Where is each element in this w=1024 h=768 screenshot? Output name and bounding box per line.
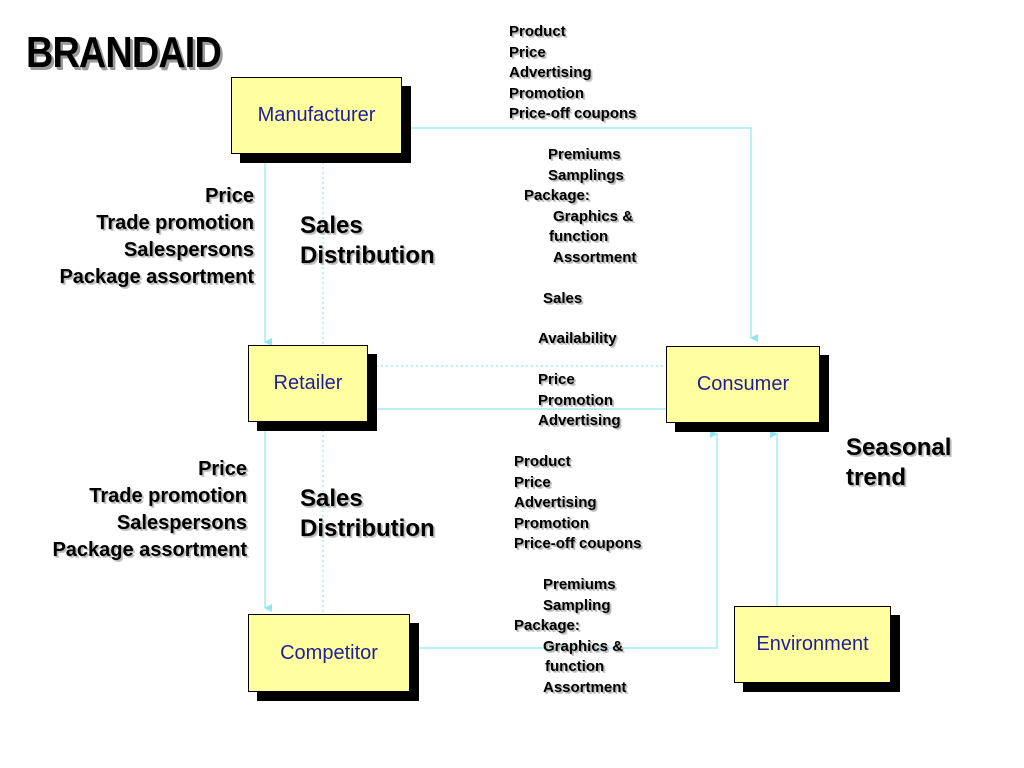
lever-package-assortment: Package assortment	[52, 539, 247, 561]
seasonal-trend-label: Seasonal trend	[846, 433, 951, 493]
competitor-consumer-premiums: Premiums Sampling	[543, 575, 616, 616]
retailer-label: Retailer	[273, 372, 343, 394]
mix-sampling: Sampling	[543, 596, 611, 614]
seasonal-text: Seasonal	[846, 434, 952, 461]
manufacturer-consumer-link	[400, 127, 758, 342]
manufacturer-retailer-levers: Price Trade promotion Salespersons Packa…	[59, 183, 254, 291]
retailer-competitor-levers: Price Trade promotion Salespersons Packa…	[52, 456, 247, 564]
competitor-consumer-graphics: Graphics &	[543, 638, 624, 655]
manufacturer-consumer-assortment: Assortment	[553, 249, 637, 266]
retailer-consumer-mix: Price Promotion Advertising	[538, 370, 621, 432]
competitor-consumer-package: Package:	[514, 617, 580, 634]
competitor-consumer-function: function	[545, 658, 605, 675]
manufacturer-consumer-graphics: Graphics &	[553, 208, 634, 225]
sales-distribution-bottom: Sales Distribution	[300, 484, 435, 544]
mix-premiums: Premiums	[543, 576, 616, 593]
manufacturer-consumer-mix: Product Price Advertising Promotion Pric…	[509, 22, 637, 125]
lever-trade-promotion: Trade promotion	[89, 485, 247, 507]
consumer-box: Consumer	[666, 346, 820, 423]
sales-label: Sales	[300, 485, 363, 512]
competitor-label: Competitor	[280, 641, 378, 664]
manufacturer-consumer-function: function	[549, 228, 609, 245]
mix-price-off-coupons: Price-off coupons	[509, 105, 637, 122]
retailer-consumer-sales: Sales	[543, 290, 583, 307]
mix-promotion: Promotion	[509, 84, 584, 102]
lever-price: Price	[205, 185, 254, 207]
lever-package-assortment: Package assortment	[59, 266, 254, 288]
competitor-consumer-assortment: Assortment	[543, 679, 627, 696]
competitor-consumer-mix: Product Price Advertising Promotion Pric…	[514, 452, 642, 555]
distribution-label: Distribution	[300, 515, 435, 542]
lever-price: Price	[198, 458, 247, 480]
competitor-consumer-link	[409, 430, 718, 649]
mix-product: Product	[514, 453, 571, 470]
mix-samplings: Samplings	[548, 166, 624, 184]
mix-promotion: Promotion	[514, 514, 589, 532]
lever-salespersons: Salespersons	[123, 239, 254, 261]
mix-advertising: Advertising	[514, 494, 597, 511]
lever-trade-promotion: Trade promotion	[96, 212, 254, 234]
manufacturer-label: Manufacturer	[257, 104, 376, 126]
manufacturer-consumer-premiums: Premiums Samplings	[548, 145, 624, 186]
environment-box: Environment	[734, 606, 891, 683]
mix-product: Product	[509, 23, 566, 40]
mix-promotion: Promotion	[538, 391, 613, 409]
mix-advertising: Advertising	[538, 412, 621, 429]
lever-salespersons: Salespersons	[116, 512, 247, 534]
mix-price: Price	[538, 371, 575, 388]
mix-advertising: Advertising	[509, 64, 592, 81]
manufacturer-box: Manufacturer	[231, 77, 402, 154]
consumer-label: Consumer	[696, 373, 790, 395]
sales-label: Sales	[300, 212, 363, 239]
sales-distribution-top: Sales Distribution	[300, 211, 435, 271]
mix-price-off-coupons: Price-off coupons	[514, 535, 642, 552]
mix-price: Price	[509, 43, 546, 61]
diagram-title: BRANDAID	[26, 28, 222, 77]
distribution-label: Distribution	[300, 242, 435, 269]
retailer-consumer-availability: Availability	[538, 330, 617, 347]
mix-premiums: Premiums	[548, 146, 621, 163]
mix-price: Price	[514, 473, 551, 491]
environment-label: Environment	[756, 633, 869, 655]
retailer-box: Retailer	[248, 345, 368, 422]
competitor-box: Competitor	[248, 614, 410, 692]
manufacturer-consumer-package: Package:	[524, 187, 590, 204]
trend-text: trend	[846, 464, 906, 491]
